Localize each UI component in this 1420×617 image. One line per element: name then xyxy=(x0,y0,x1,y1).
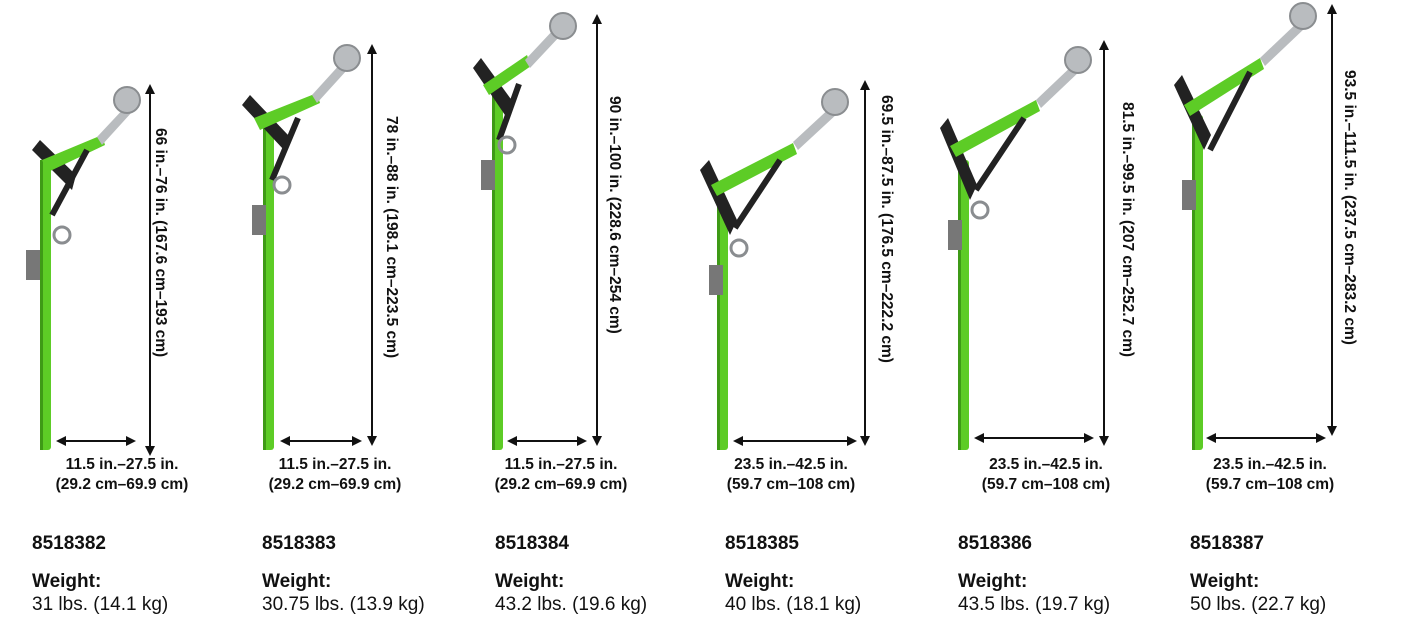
reach-range-label: 23.5 in.–42.5 in. (59.7 cm–108 cm) xyxy=(1170,455,1370,495)
reach-range-label: 23.5 in.–42.5 in. (59.7 cm–108 cm) xyxy=(691,455,891,495)
reach-range-imperial: 11.5 in.–27.5 in. xyxy=(278,456,392,473)
reach-range-imperial: 23.5 in.–42.5 in. xyxy=(734,456,848,473)
weight-label: Weight: xyxy=(958,571,1028,592)
weight-value: 50 lbs. (22.7 kg) xyxy=(1190,594,1327,615)
reach-range-metric: (59.7 cm–108 cm) xyxy=(981,476,1111,493)
davit-arm-illustration xyxy=(242,44,377,450)
davit-arm-illustration xyxy=(700,80,870,450)
product-card-8518385: 69.5 in.–87.5 in. (176.5 cm–222.2 cm) 23… xyxy=(700,0,955,617)
weight-label: Weight: xyxy=(262,571,332,592)
reach-range-imperial: 11.5 in.–27.5 in. xyxy=(504,456,618,473)
weight-label: Weight: xyxy=(495,571,565,592)
weight-label: Weight: xyxy=(32,571,102,592)
model-number: 8518383 xyxy=(262,533,336,554)
product-card-8518384: 90 in.–100 in. (228.6 cm–254 cm) 11.5 in… xyxy=(473,0,725,617)
model-number: 8518387 xyxy=(1190,533,1264,554)
weight-value: 30.75 lbs. (13.9 kg) xyxy=(262,594,425,615)
height-range-label: 78 in.–88 in. (198.1 cm–223.5 cm) xyxy=(383,116,400,359)
reach-range-metric: (59.7 cm–108 cm) xyxy=(726,476,856,493)
reach-range-imperial: 23.5 in.–42.5 in. xyxy=(1213,456,1327,473)
reach-range-imperial: 23.5 in.–42.5 in. xyxy=(989,456,1103,473)
reach-range-label: 11.5 in.–27.5 in. (29.2 cm–69.9 cm) xyxy=(461,455,661,495)
product-card-8518386: 81.5 in.–99.5 in. (207 cm–252.7 cm) 23.5… xyxy=(940,0,1188,617)
height-range-label: 69.5 in.–87.5 in. (176.5 cm–222.2 cm) xyxy=(878,95,895,363)
product-card-8518387: 93.5 in.–111.5 in. (237.5 cm–283.2 cm) 2… xyxy=(1174,0,1420,617)
weight-value: 31 lbs. (14.1 kg) xyxy=(32,594,169,615)
weight-label: Weight: xyxy=(725,571,795,592)
reach-range-metric: (29.2 cm–69.9 cm) xyxy=(494,476,628,493)
product-card-8518382: 66 in.–76 in. (167.6 cm–193 cm) 11.5 in.… xyxy=(26,0,262,617)
davit-arm-illustration xyxy=(473,12,602,450)
reach-range-label: 23.5 in.–42.5 in. (59.7 cm–108 cm) xyxy=(946,455,1146,495)
reach-range-imperial: 11.5 in.–27.5 in. xyxy=(65,456,179,473)
height-range-label: 93.5 in.–111.5 in. (237.5 cm–283.2 cm) xyxy=(1341,70,1358,345)
height-range-label: 66 in.–76 in. (167.6 cm–193 cm) xyxy=(152,128,169,358)
weight-label: Weight: xyxy=(1190,571,1260,592)
weight-value: 43.2 lbs. (19.6 kg) xyxy=(495,594,648,615)
davit-arm-illustration xyxy=(940,40,1109,450)
reach-range-label: 11.5 in.–27.5 in. (29.2 cm–69.9 cm) xyxy=(235,455,435,495)
weight-value: 40 lbs. (18.1 kg) xyxy=(725,594,862,615)
davit-arm-illustration xyxy=(1174,2,1337,450)
height-range-label: 90 in.–100 in. (228.6 cm–254 cm) xyxy=(606,96,623,334)
model-number: 8518382 xyxy=(32,533,106,554)
davit-arm-illustration xyxy=(26,84,155,456)
model-number: 8518384 xyxy=(495,533,569,554)
product-card-8518383: 78 in.–88 in. (198.1 cm–223.5 cm) 11.5 i… xyxy=(242,0,492,617)
model-number: 8518385 xyxy=(725,533,799,554)
height-range-label: 81.5 in.–99.5 in. (207 cm–252.7 cm) xyxy=(1119,102,1136,358)
reach-range-metric: (59.7 cm–108 cm) xyxy=(1205,476,1335,493)
model-number: 8518386 xyxy=(958,533,1032,554)
weight-value: 43.5 lbs. (19.7 kg) xyxy=(958,594,1111,615)
reach-range-metric: (29.2 cm–69.9 cm) xyxy=(55,476,189,493)
reach-range-metric: (29.2 cm–69.9 cm) xyxy=(268,476,402,493)
reach-range-label: 11.5 in.–27.5 in. (29.2 cm–69.9 cm) xyxy=(22,455,222,495)
